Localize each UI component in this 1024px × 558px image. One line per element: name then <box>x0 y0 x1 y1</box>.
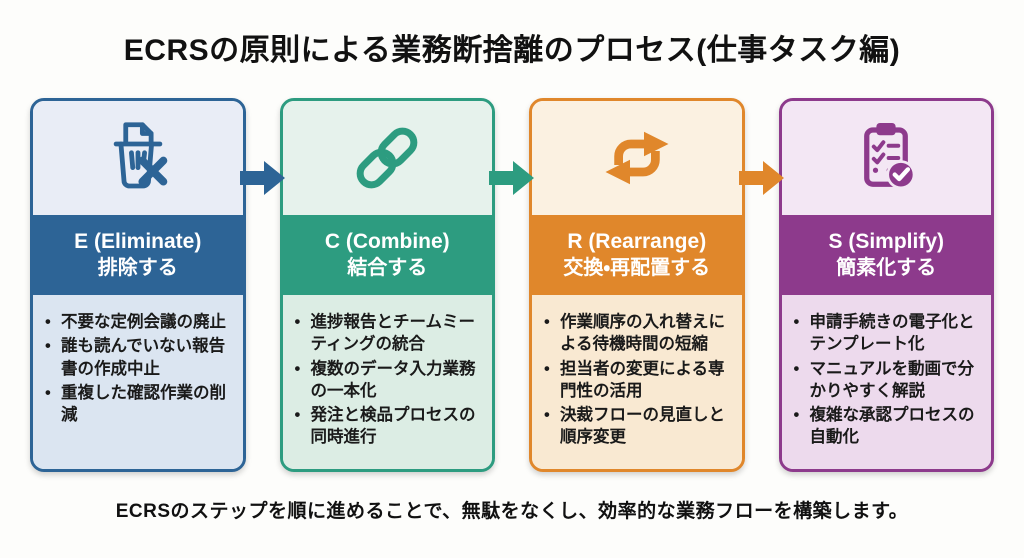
bullet-text: 進捗報告とチームミーティングの統合 <box>310 313 476 354</box>
step-icon-area <box>532 101 742 215</box>
bullet-list: • 作業順序の入れ替えによる待機時間の短縮 • 担当者の変更による専門性の活用 • 決… <box>544 311 730 449</box>
step-icon-area <box>33 101 243 215</box>
step-icon-area <box>781 101 991 215</box>
right-arrow-icon <box>489 161 534 195</box>
step-icon-area <box>282 101 492 215</box>
bullet-dot: • <box>294 359 301 378</box>
bullet-text: 複数のデータ入力業務の一本化 <box>310 359 476 400</box>
step-body: • 申請手続きの電子化とテンプレート化 • マニュアルを動画で分かりやすく解説 • 複… <box>781 295 991 469</box>
chain-link-icon <box>356 127 418 189</box>
bullet-text: 作業順序の入れ替えによる待機時間の短縮 <box>560 313 725 354</box>
bullet-list: • 不要な定例会議の廃止 • 誰も読んでいない報告書の作成中止 • 重複した確認作業の… <box>45 311 231 426</box>
step-title-en: C (Combine) <box>324 230 450 254</box>
bullet-dot: • <box>793 359 800 378</box>
step-card-rearrange: R (Rearrange) 交換・再配置する • 作業順序の入れ替えによる待機時間… <box>529 98 745 472</box>
bullet-item: • 作業順序の入れ替えによる待機時間の短縮 <box>544 311 730 356</box>
step-body: • 進捗報告とチームミーティングの統合 • 複数のデータ入力業務の一本化 • 発注と検… <box>282 295 492 469</box>
step-connector <box>489 98 534 472</box>
bullet-dot: • <box>45 383 51 402</box>
bullet-dot: • <box>294 313 301 331</box>
bullet-dot: • <box>544 313 550 331</box>
step-card-simplify: S (Simplify) 簡素化する • 申請手続きの電子化とテンプレート化 • マ… <box>778 98 994 472</box>
bullet-item: • 発注と検品プロセスの同時進行 <box>295 404 481 449</box>
bullet-dot: • <box>544 359 550 378</box>
step-card-eliminate: E (Eliminate) 排除する • 不要な定例会議の廃止 • 誰も読んでいない… <box>30 98 246 472</box>
clipboard-checklist-icon <box>864 123 916 190</box>
step-card-combine: C (Combine) 結合する • 進捗報告とチームミーティングの統合 • 複数の… <box>279 98 495 472</box>
bullet-dot: • <box>294 406 301 425</box>
summary-text: ECRSのステップを順に進めることで、無駄をなくし、効率的な業務フローを構築しま… <box>115 501 909 522</box>
step-connector <box>738 98 784 472</box>
bullet-item: • 複雑な承認プロセスの自動化 <box>794 404 980 449</box>
step-header: S (Simplify) 簡素化する <box>781 215 991 295</box>
bullet-text: 重複した確認作業の削減 <box>61 383 226 425</box>
bullet-text: 誰も読んでいない報告書の作成中止 <box>61 337 226 378</box>
process-steps-row: E (Eliminate) 排除する • 不要な定例会議の廃止 • 誰も読んでいない… <box>30 98 994 472</box>
trash-delete-icon <box>113 122 168 189</box>
bullet-item: • 不要な定例会議の廃止 <box>45 311 231 333</box>
bullet-dot: • <box>793 406 800 425</box>
bullet-item: • 申請手続きの電子化とテンプレート化 <box>794 311 980 356</box>
bullet-dot: • <box>45 337 51 356</box>
bullet-item: • 決裁フローの見直しと順序変更 <box>544 404 730 449</box>
bullet-text: 担当者の変更による専門性の活用 <box>560 359 725 400</box>
step-title-en: S (Simplify) <box>828 230 944 254</box>
bullet-text: 複雑な承認プロセスの自動化 <box>809 406 975 447</box>
bullet-item: • 進捗報告とチームミーティングの統合 <box>295 311 481 356</box>
bullet-dot: • <box>544 406 550 425</box>
step-header: E (Eliminate) 排除する <box>33 215 243 295</box>
bullet-text: 発注と検品プロセスの同時進行 <box>310 406 476 447</box>
bullet-list: • 進捗報告とチームミーティングの統合 • 複数のデータ入力業務の一本化 • 発注と検… <box>295 311 481 449</box>
bullet-text: 決裁フローの見直しと順序変更 <box>560 406 725 447</box>
bullet-item: • 複数のデータ入力業務の一本化 <box>295 358 481 403</box>
step-title-en: E (Eliminate) <box>74 230 202 254</box>
bullet-text: 不要な定例会議の廃止 <box>61 313 226 331</box>
right-arrow-icon <box>239 161 285 195</box>
bullet-item: • 重複した確認作業の削減 <box>45 382 231 427</box>
cycle-arrows-icon <box>605 131 669 185</box>
step-title-en: R (Rearrange) <box>567 230 707 254</box>
step-header: C (Combine) 結合する <box>282 215 492 295</box>
step-body: • 不要な定例会議の廃止 • 誰も読んでいない報告書の作成中止 • 重複した確認作業の… <box>33 295 243 469</box>
bullet-text: マニュアルを動画で分かりやすく解説 <box>809 359 975 400</box>
page-title: ECRSの原則による業務断捨離のプロセス(仕事タスク編) <box>123 34 901 67</box>
bullet-dot: • <box>45 313 51 331</box>
bullet-text: 申請手続きの電子化とテンプレート化 <box>809 313 975 354</box>
step-title-ja: 交換・再配置する <box>563 256 711 279</box>
step-title-ja: 結合する <box>347 256 428 279</box>
bullet-dot: • <box>793 313 800 331</box>
step-header: R (Rearrange) 交換・再配置する <box>532 215 742 295</box>
step-title-ja: 排除する <box>97 256 178 279</box>
bullet-item: • マニュアルを動画で分かりやすく解説 <box>794 358 980 403</box>
right-arrow-icon <box>738 161 784 195</box>
bullet-list: • 申請手続きの電子化とテンプレート化 • マニュアルを動画で分かりやすく解説 • 複… <box>794 311 980 449</box>
bullet-item: • 担当者の変更による専門性の活用 <box>544 358 730 403</box>
step-body: • 作業順序の入れ替えによる待機時間の短縮 • 担当者の変更による専門性の活用 • 決… <box>532 295 742 469</box>
step-title-ja: 簡素化する <box>836 256 937 279</box>
bullet-item: • 誰も読んでいない報告書の作成中止 <box>45 335 231 380</box>
step-connector <box>239 98 285 472</box>
